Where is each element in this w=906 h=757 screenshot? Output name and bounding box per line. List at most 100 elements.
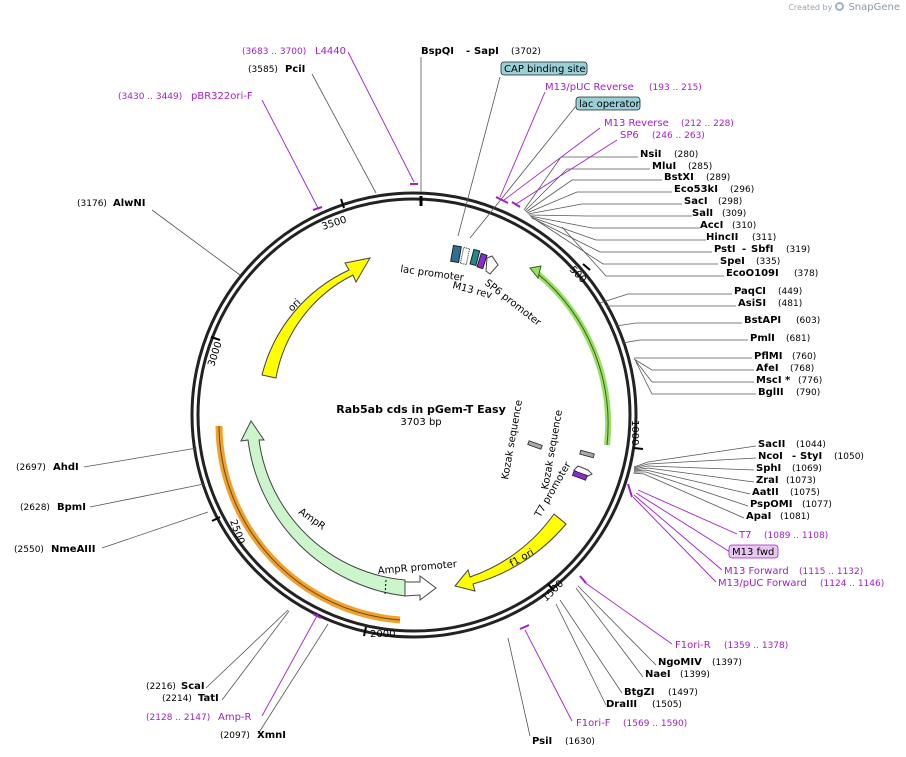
m13-rev-block <box>469 248 481 267</box>
site-psii-pos: (1630) <box>565 737 595 747</box>
site-acci-pos: (310) <box>732 221 756 231</box>
site-pmli: PmlI <box>750 333 775 344</box>
site-sphi-pos: (1069) <box>792 464 822 474</box>
credit-brand: SnapGene <box>848 2 900 13</box>
site-bspqi-pos: (3702) <box>511 47 541 57</box>
site-spei: SpeI <box>720 256 745 267</box>
site-ngomiv: NgoMIV <box>658 657 702 668</box>
site-sbfi: SbfI <box>751 244 773 255</box>
site-saci: SacI <box>684 196 708 207</box>
primer-sp6-pos: (246 .. 263) <box>652 131 705 141</box>
primer-leader-lines <box>261 51 738 722</box>
tick-2000: 2000 <box>370 629 395 640</box>
site-btgzi: BtgZI <box>624 687 655 698</box>
site-paqci: PaqCI <box>734 286 766 297</box>
primer-f1ori-f: F1ori-F <box>576 718 611 729</box>
lac-operator-block <box>459 246 471 266</box>
cap-binding-site-box <box>500 61 588 76</box>
site-scai: ScaI <box>181 681 205 692</box>
site-ncoi-pos: (1050) <box>834 452 864 462</box>
plasmid-name: Rab5ab cds in pGem-T Easy <box>336 403 506 416</box>
site-pcii: PciI <box>285 64 305 75</box>
credit-prefix: Created by <box>788 3 833 12</box>
site-saci-pos: (298) <box>718 197 742 207</box>
f1-ori-arc <box>454 513 567 592</box>
kozak-block-2 <box>579 449 595 459</box>
site-sbfi-dash: - <box>742 244 746 255</box>
site-styi: StyI <box>800 451 822 462</box>
site-ecoo109i: EcoO109I <box>726 268 779 279</box>
tick-1000: 1000 <box>629 420 640 445</box>
backbone-outer <box>190 191 638 639</box>
site-alwni: AlwNI <box>113 198 146 209</box>
primer-m13-puc-forward-pos: (1124 .. 1146) <box>820 579 884 589</box>
site-zrai-pos: (1073) <box>786 476 816 486</box>
site-pmli-pos: (681) <box>786 334 810 344</box>
site-ahdi: AhdI <box>53 462 79 473</box>
site-psti-pos: (319) <box>786 245 810 255</box>
orange-arc-inner <box>218 425 401 621</box>
primer-m13-puc-forward: M13/pUC Forward <box>718 578 807 589</box>
site-asisi-pos: (481) <box>778 299 802 309</box>
site-ecoo109i-pos: (378) <box>794 269 818 279</box>
site-xmni-pos: (2097) <box>220 731 250 741</box>
primer-l4440-pos: (3683 .. 3700) <box>242 47 306 57</box>
site-scai-pos: (2216) <box>146 682 176 692</box>
primer-m13-puc-reverse: M13/pUC Reverse <box>545 82 634 93</box>
scale-ticks <box>210 198 644 637</box>
backbone-inner <box>196 197 632 633</box>
lac-promoter-block <box>450 244 462 264</box>
site-sapi-name: SapI <box>474 46 499 57</box>
site-sacii-pos: (1044) <box>796 440 826 450</box>
site-bstapi-pos: (603) <box>796 316 820 326</box>
primer-l4440: L4440 <box>315 46 346 57</box>
kozak-block-1 <box>527 440 543 450</box>
primer-m13-forward: M13 Forward <box>724 566 789 577</box>
site-bstapi: BstAPI <box>744 315 781 326</box>
site-ahdi-pos: (2697) <box>16 463 46 473</box>
site-afei-pos: (768) <box>790 364 814 374</box>
primer-f1ori-r: F1ori-R <box>675 640 711 651</box>
primer-f1ori-f-pos: (1569 .. 1590) <box>623 719 687 729</box>
site-xmni: XmnI <box>257 730 286 741</box>
site-afei: AfeI <box>756 363 779 374</box>
site-mlui-pos: (285) <box>688 162 712 172</box>
cap-binding-site-label: CAP binding site <box>504 64 586 75</box>
site-draiii: DraIII <box>606 699 637 710</box>
ampr-promoter-label: AmpR promoter <box>377 559 458 577</box>
site-bglii: BglII <box>758 387 784 398</box>
site-bpmi-pos: (2628) <box>20 503 50 513</box>
site-apai: ApaI <box>746 511 771 522</box>
m13-fwd-label: M13 fwd <box>732 547 774 558</box>
site-sacii: SacII <box>758 439 785 450</box>
primer-m13-forward-pos: (1115 .. 1132) <box>799 567 863 577</box>
site-sphi: SphI <box>756 463 781 474</box>
primer-m13-reverse: M13 Reverse <box>604 118 669 129</box>
primer-marks <box>312 183 633 630</box>
site-pspomi-pos: (1077) <box>802 500 832 510</box>
insert-orf-arc-inner <box>537 273 609 446</box>
ori-arc <box>261 257 371 379</box>
site-ncoi: NcoI <box>758 451 783 462</box>
site-eco53ki: Eco53kI <box>674 184 718 195</box>
site-tati: TatI <box>198 693 219 704</box>
site-bglii-pos: (790) <box>796 388 820 398</box>
site-nsii: NsiI <box>640 149 661 160</box>
sp6-promoter-arrow <box>485 255 499 275</box>
site-nmeaiii-pos: (2550) <box>14 545 44 555</box>
m13-fwd-box <box>728 544 779 559</box>
snapgene-logo-icon <box>834 2 844 11</box>
site-bspqi: BspQI <box>421 46 454 57</box>
site-draiii-pos: (1505) <box>652 700 682 710</box>
site-msci: MscI * <box>756 375 791 386</box>
site-zrai: ZraI <box>756 475 779 486</box>
site-nmeaiii: NmeAIII <box>51 544 95 555</box>
site-aatii: AatII <box>752 487 779 498</box>
primer-amp-r-pos: (2128 .. 2147) <box>146 713 210 723</box>
site-bpmi: BpmI <box>57 502 86 513</box>
t7-block <box>571 470 588 481</box>
site-eco53ki-pos: (296) <box>730 185 754 195</box>
site-sapi: - <box>466 46 470 57</box>
ampr-arc <box>240 420 406 597</box>
plasmid-length: 3703 bp <box>400 417 441 428</box>
